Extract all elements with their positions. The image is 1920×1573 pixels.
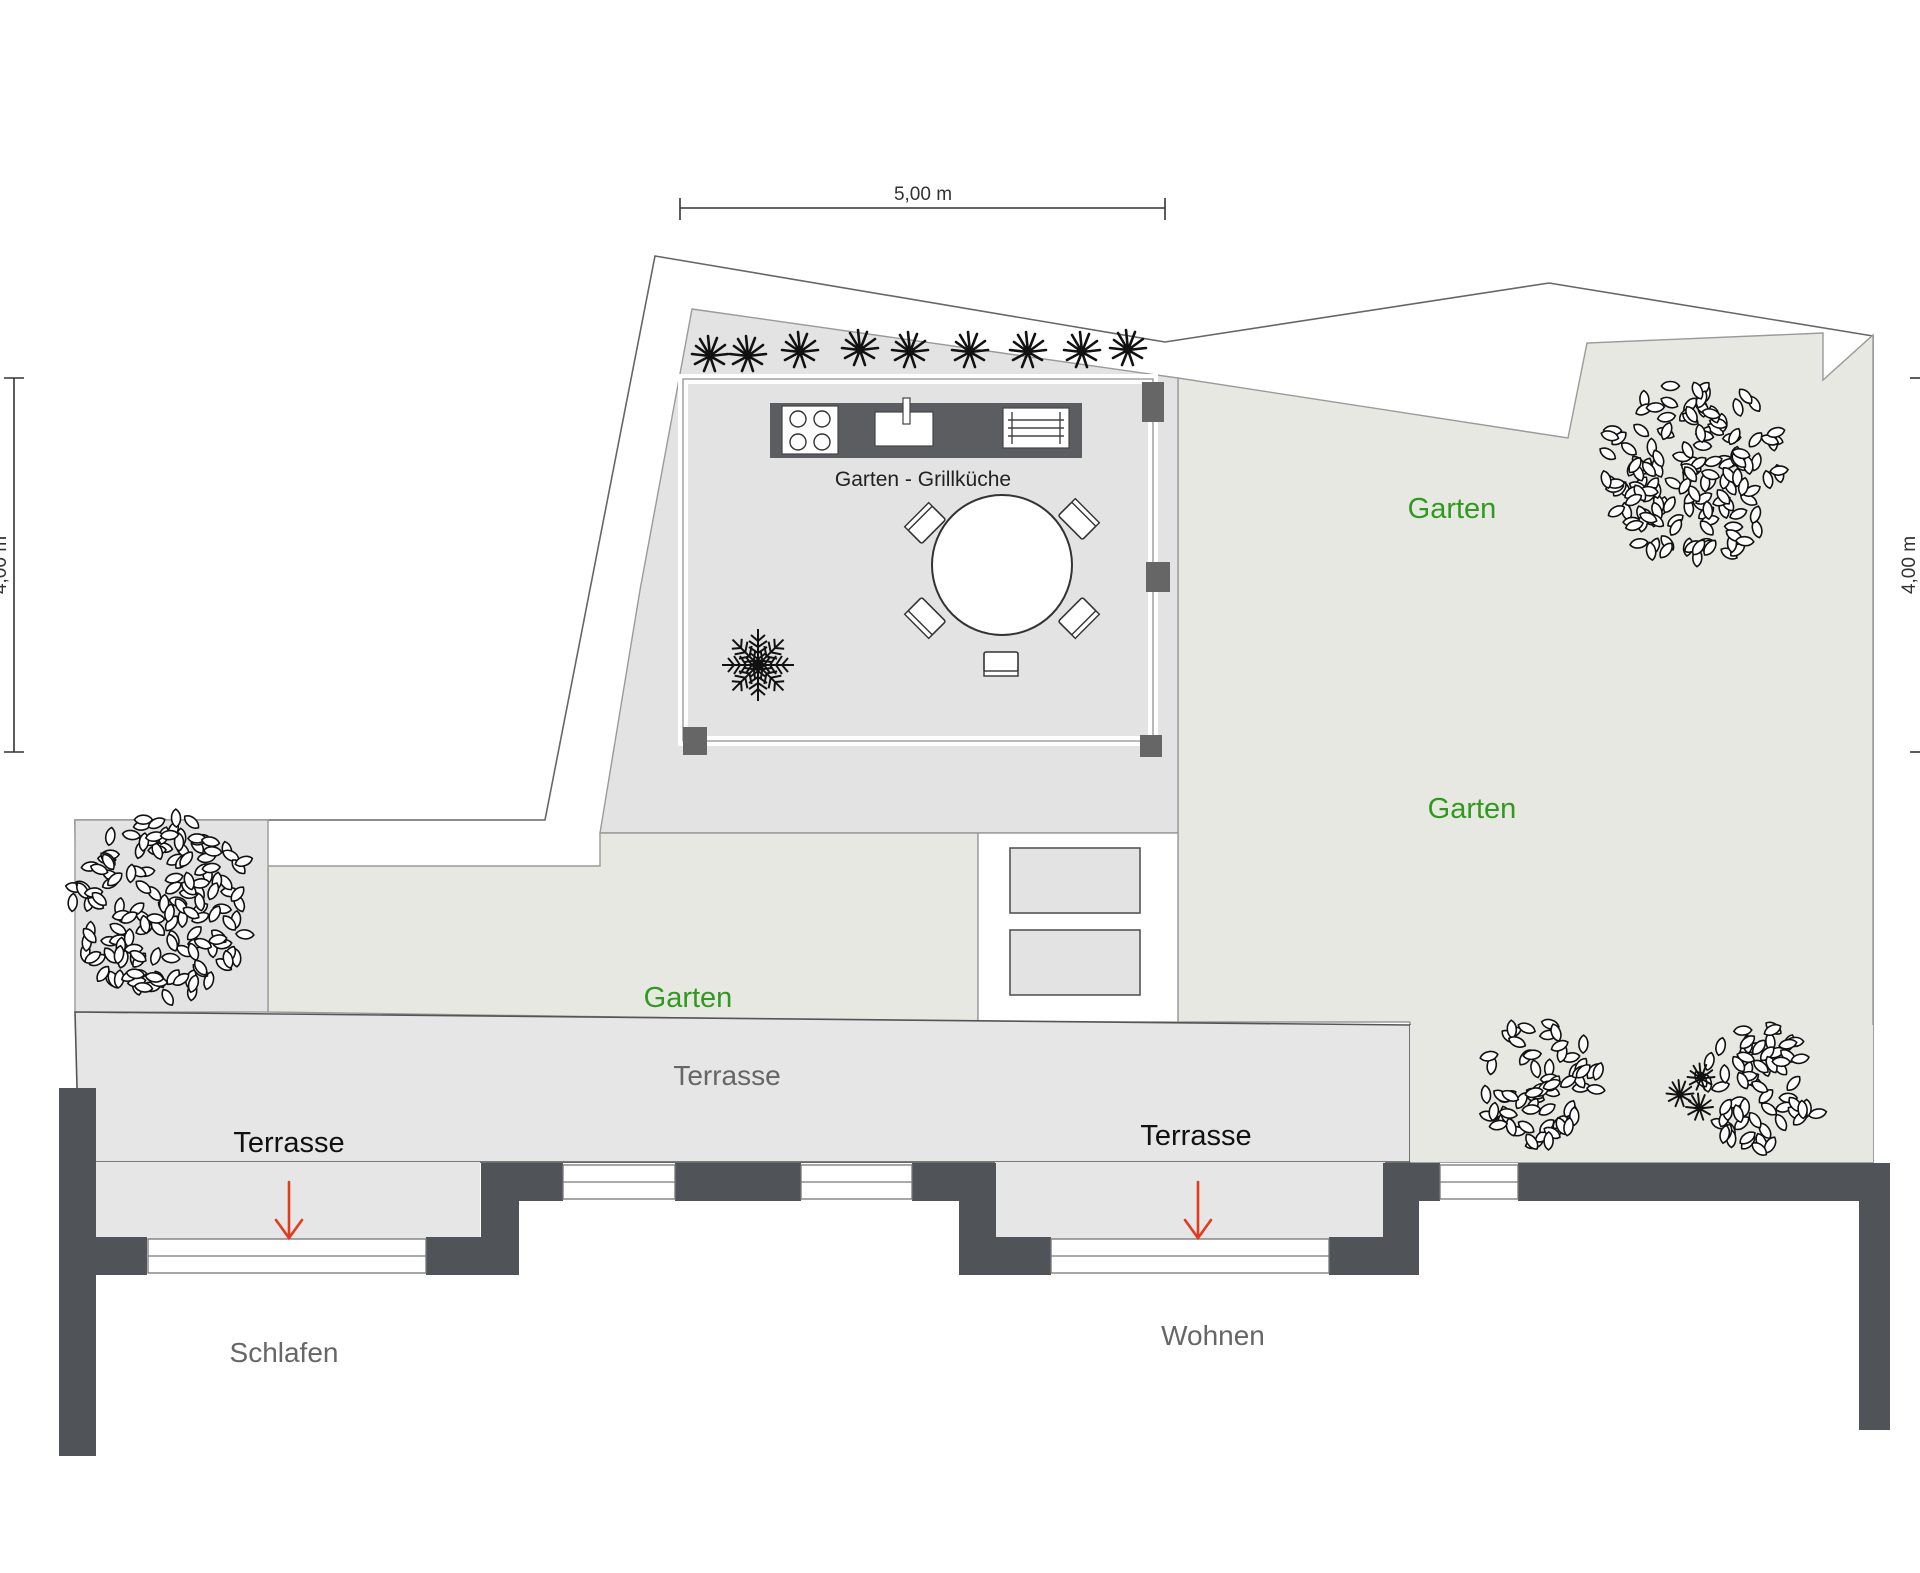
room-label-wohnen: Wohnen bbox=[1161, 1320, 1265, 1351]
grill-icon bbox=[1002, 407, 1070, 449]
dimension-line-left bbox=[4, 377, 24, 753]
window-openings bbox=[147, 1164, 1519, 1274]
entry-arrow-icon bbox=[274, 1180, 304, 1241]
terrace-label-center: Terrasse bbox=[673, 1060, 780, 1091]
garden-area-right-lower bbox=[1410, 1025, 1873, 1162]
palm-plant-icon bbox=[721, 628, 795, 702]
pergola-post bbox=[1146, 562, 1170, 592]
dimension-label-right: 4,00 m bbox=[1899, 536, 1920, 594]
room-label-schlafen: Schlafen bbox=[230, 1337, 339, 1368]
garden-label-lower-left: Garten bbox=[644, 982, 733, 1014]
terrace-right-lower bbox=[995, 1162, 1385, 1240]
pergola-frame-outline bbox=[682, 378, 1154, 742]
sink-icon bbox=[874, 397, 934, 447]
building-walls bbox=[59, 1088, 1890, 1456]
pergola-post bbox=[683, 727, 707, 755]
garden-label-mid-right: Garten bbox=[1428, 793, 1517, 825]
terrace-left-lower bbox=[92, 1162, 480, 1240]
planter-box-2 bbox=[1009, 929, 1141, 996]
terrace-label-right: Terrasse bbox=[1140, 1120, 1251, 1152]
terrace-label-left: Terrasse bbox=[233, 1127, 344, 1159]
pergola-post bbox=[1142, 382, 1164, 422]
stove-icon bbox=[781, 405, 839, 455]
dining-table-icon bbox=[903, 494, 1101, 677]
pergola-post bbox=[1140, 735, 1162, 757]
dimension-label-left: 4,00 m bbox=[0, 536, 11, 594]
entry-arrow-icon bbox=[1183, 1180, 1213, 1241]
planter-box-1 bbox=[1009, 847, 1141, 914]
dimension-line-top bbox=[679, 198, 1166, 220]
dimension-line-right bbox=[1910, 377, 1920, 753]
dimension-label-top: 5,00 m bbox=[894, 184, 952, 205]
garden-label-top-right: Garten bbox=[1408, 493, 1497, 525]
kitchen-label: Garten - Grillküche bbox=[835, 468, 1011, 491]
